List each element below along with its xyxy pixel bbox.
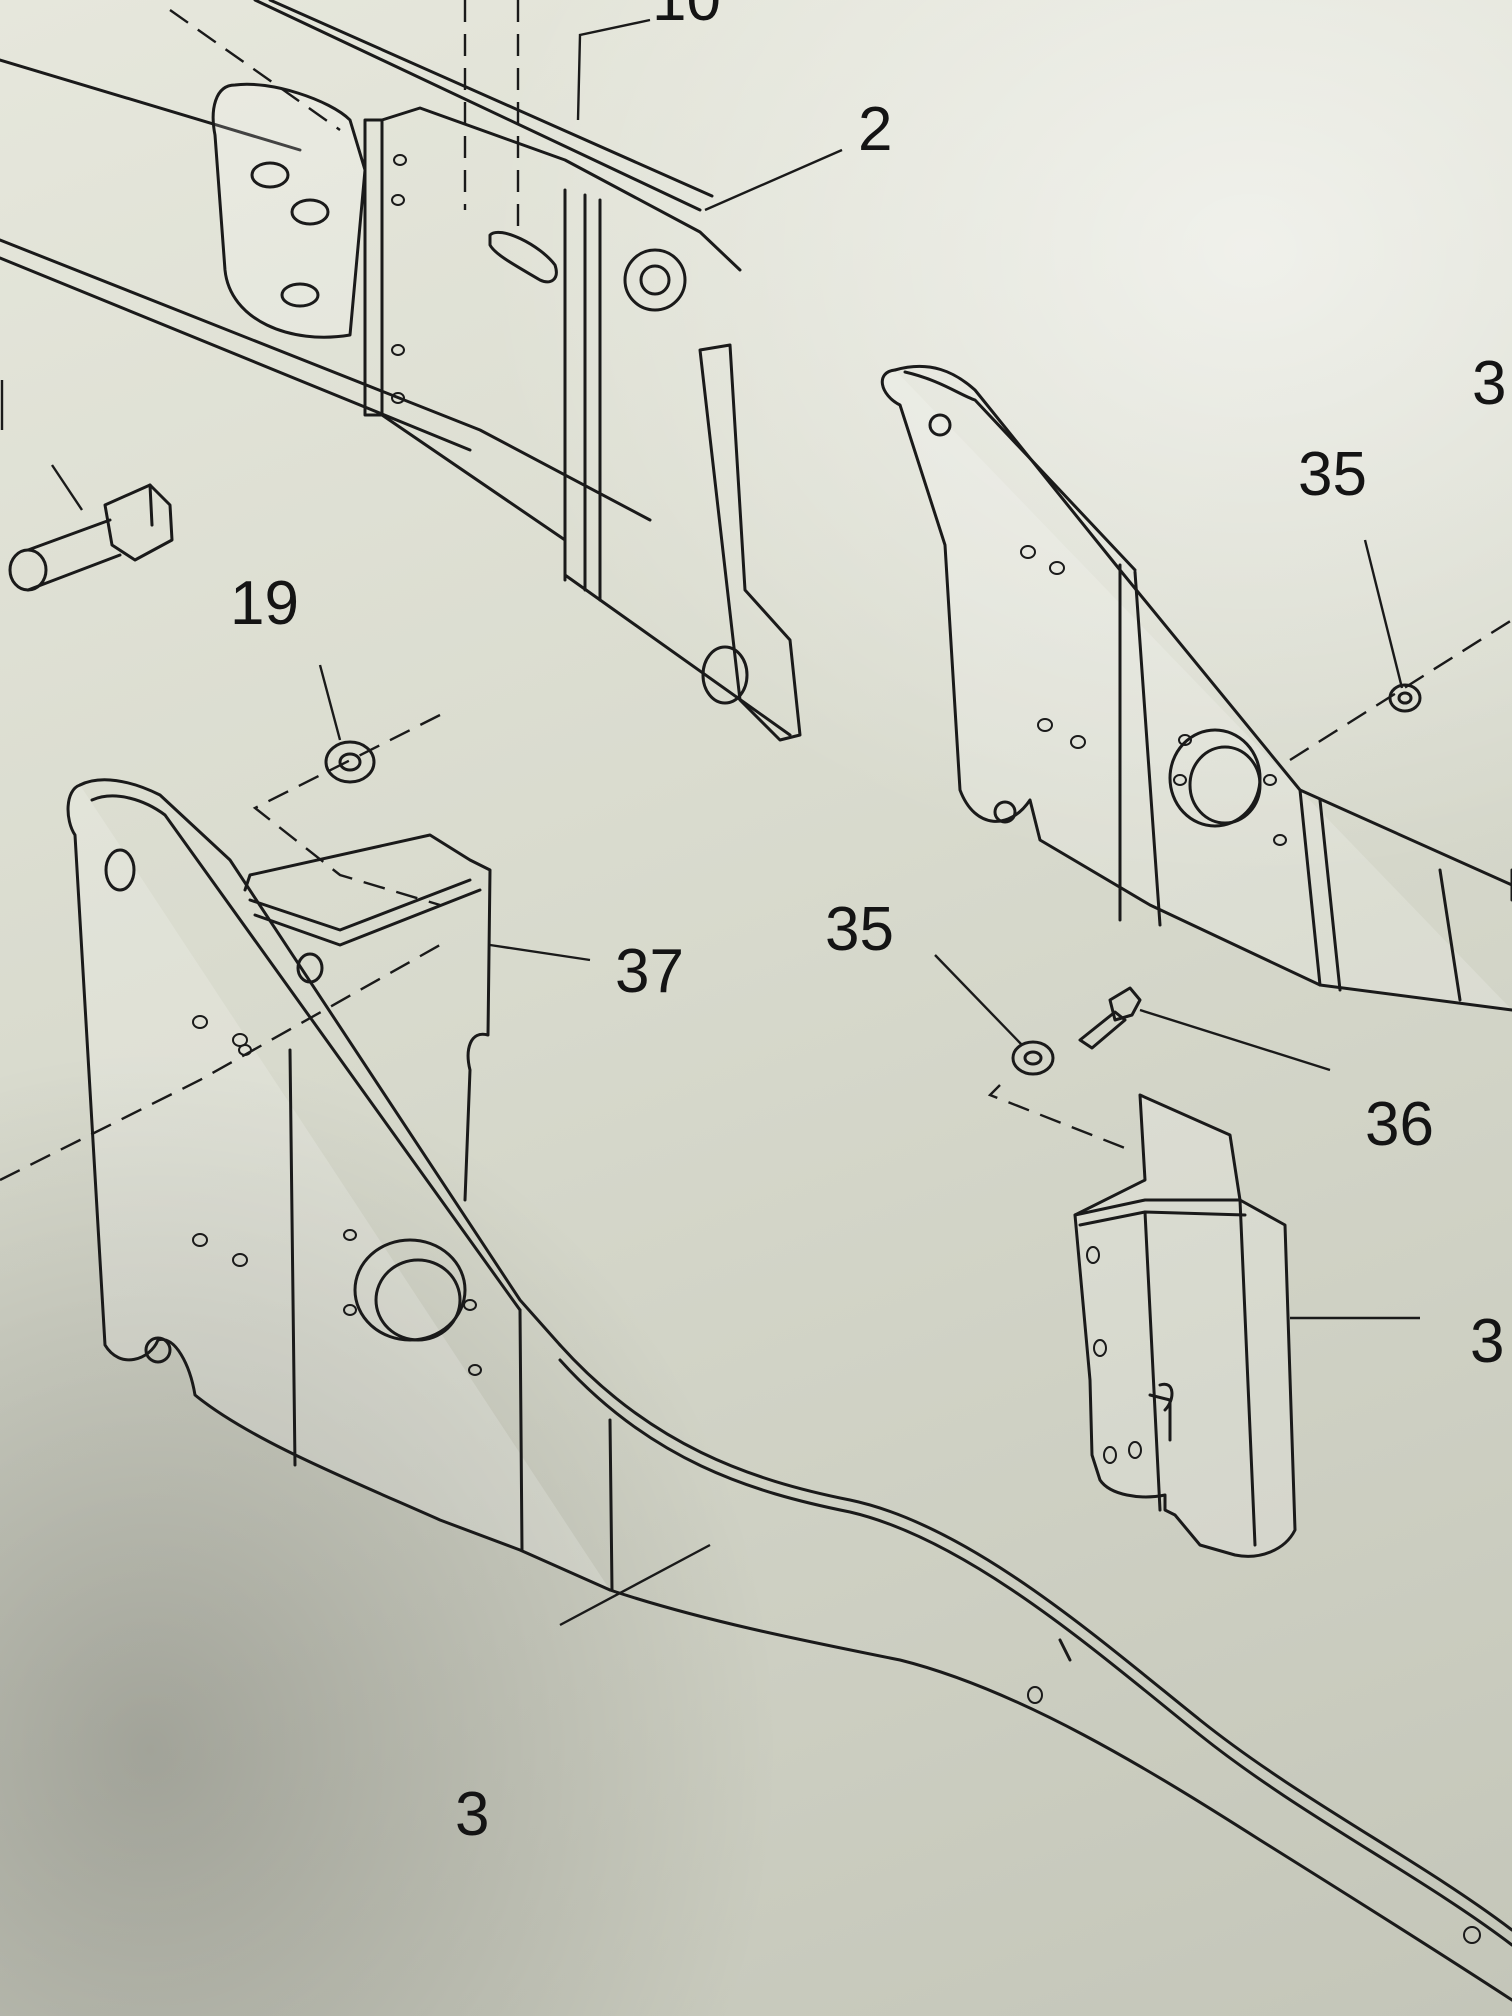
right-upper-bracket	[880, 365, 1512, 1012]
callout-35-lower: 35	[825, 895, 894, 964]
upper-frame-rail	[0, 0, 714, 522]
callout-37: 37	[615, 937, 684, 1006]
hex-bolt	[8, 483, 174, 592]
callout-3-top-right: 3	[1472, 349, 1506, 418]
callout-19: 19	[230, 569, 299, 638]
leader-3-bottom	[559, 1543, 711, 1627]
dash-line-19	[252, 713, 441, 907]
callout-3-right: 3	[1470, 1307, 1504, 1376]
lower-right-bracket	[1073, 1093, 1297, 1558]
leader-10	[576, 18, 651, 121]
leader-35-upper	[1363, 539, 1404, 689]
dash-line-main-axis	[0, 943, 441, 1182]
leader-2	[704, 148, 843, 212]
washer-35-lower	[1011, 1040, 1055, 1076]
callout-35-upper: 35	[1298, 440, 1367, 509]
upper-bracket-assembly	[211, 82, 802, 742]
callout-10: 10	[652, 0, 721, 34]
washer-35-upper	[1388, 683, 1422, 713]
callout-36: 36	[1365, 1090, 1434, 1159]
dash-line-35-lower	[987, 1084, 1131, 1152]
washer-19	[324, 740, 376, 784]
main-lower-bracket	[66, 778, 614, 1592]
leader-36	[1139, 1008, 1331, 1072]
dash-line-35-upper	[1289, 618, 1512, 762]
leader-19	[318, 664, 342, 741]
callout-3-bottom: 3	[455, 1780, 489, 1849]
dash-line-c	[169, 9, 341, 131]
leader-hex-bolt	[51, 464, 83, 511]
leader-35-lower	[934, 954, 1023, 1046]
leader-37	[489, 943, 591, 962]
bolt-36	[1078, 986, 1142, 1050]
callout-2: 2	[858, 95, 892, 164]
lower-frame-rail	[558, 1343, 1512, 2002]
